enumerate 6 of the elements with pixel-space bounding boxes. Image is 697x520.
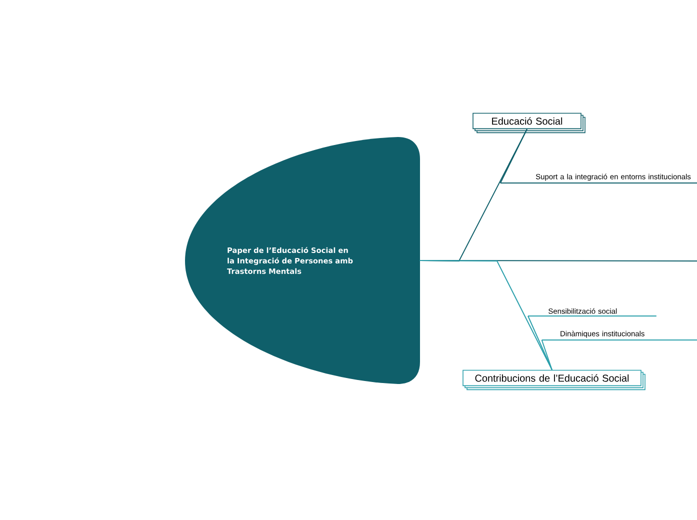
branch-line [528, 316, 552, 370]
topic-box: Contribucions de l’Educació Social [462, 370, 646, 390]
branch-line [419, 260, 552, 370]
topic-box: Educació Social [472, 112, 586, 134]
branch-line [541, 340, 552, 370]
branch-line [500, 128, 528, 184]
